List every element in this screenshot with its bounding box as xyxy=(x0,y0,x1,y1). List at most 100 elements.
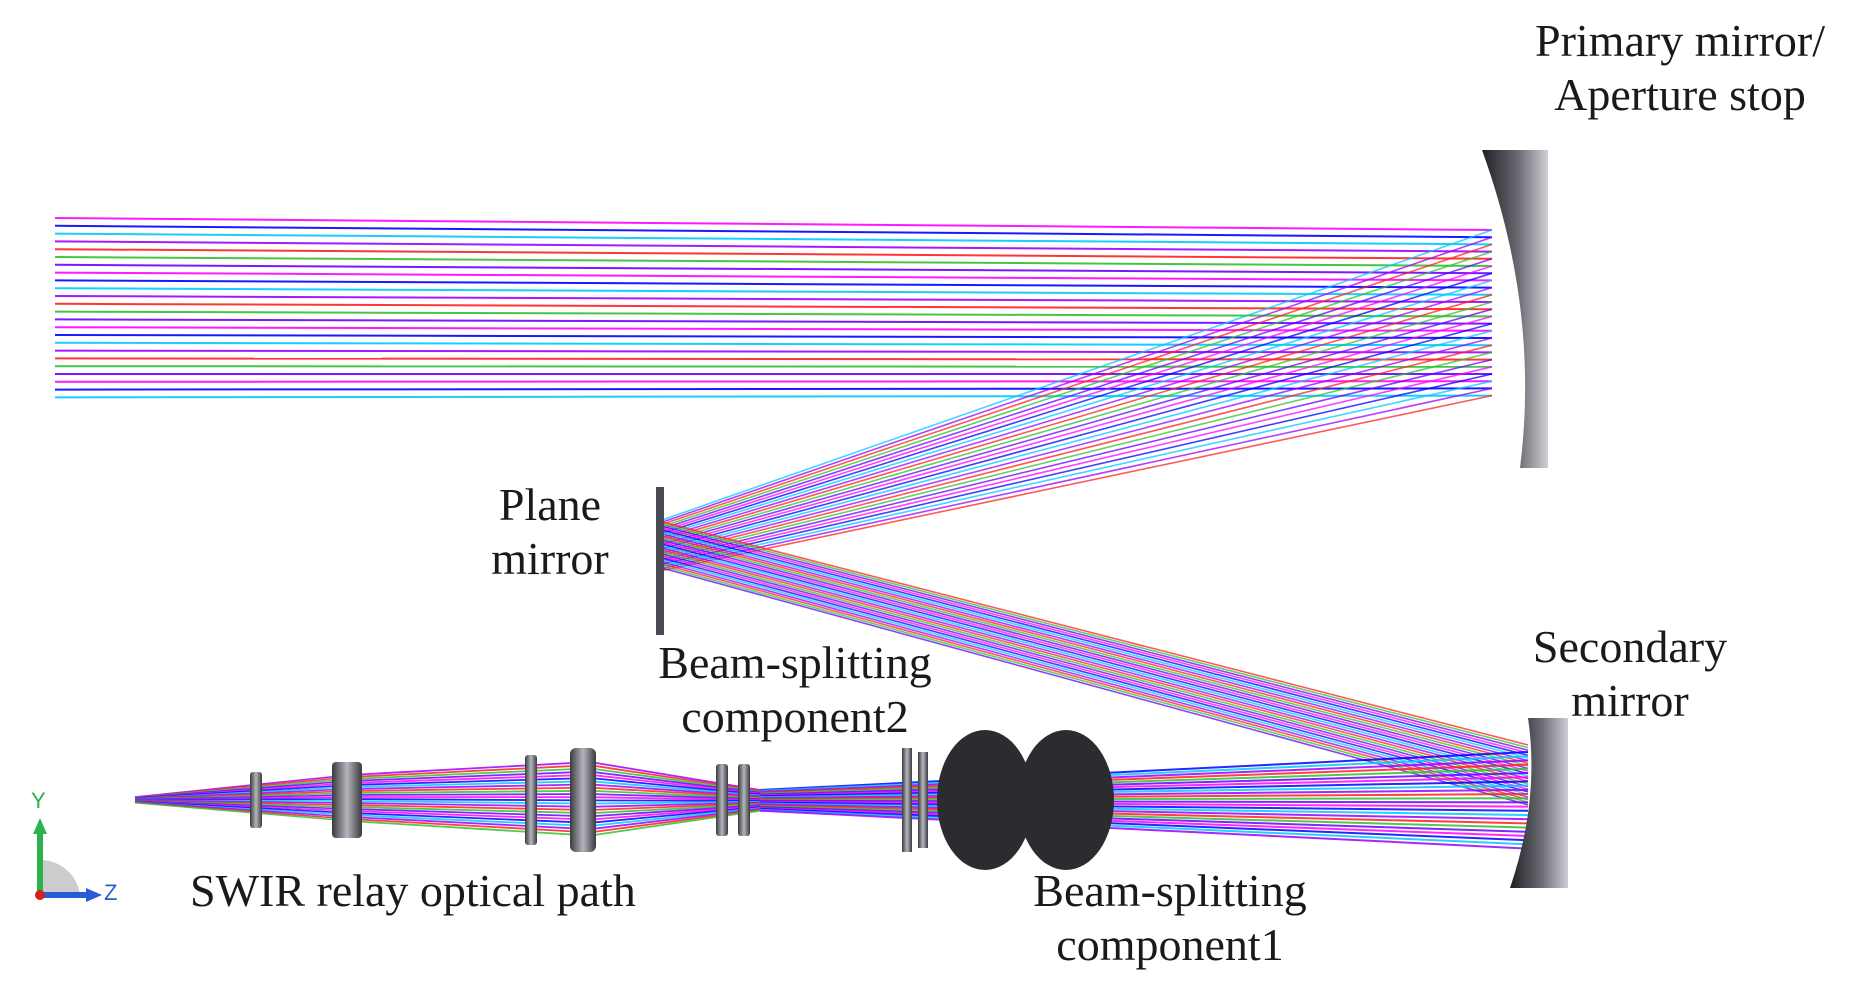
ray-relay-a xyxy=(589,802,761,811)
ray-primary-to-plane xyxy=(661,351,1493,559)
ray-relay-a xyxy=(589,809,761,837)
ray-plane-to-secondary xyxy=(661,561,1529,798)
ray-relay-a xyxy=(589,777,761,796)
ray-relay-a xyxy=(589,793,761,800)
ray-primary-to-plane xyxy=(661,337,1493,554)
ray-secondary-to-relay xyxy=(759,808,1529,846)
ray-relay-a xyxy=(589,764,761,792)
ray-relay-a xyxy=(589,770,761,794)
ray-relay-b xyxy=(349,770,591,782)
ray-relay-a xyxy=(589,786,761,799)
ray-relay-a xyxy=(589,796,761,801)
ray-relay-b xyxy=(349,810,591,821)
label-plane-mirror: Plane mirror xyxy=(491,479,609,584)
ray-primary-to-plane xyxy=(661,387,1493,570)
ray-relay-b xyxy=(349,777,591,786)
ray-plane-to-secondary xyxy=(661,547,1529,780)
ray-incoming xyxy=(54,271,1493,282)
ray-relay-b xyxy=(349,806,591,815)
swir-relay-lenses xyxy=(250,748,750,852)
ray-primary-to-plane xyxy=(661,330,1493,552)
ray-relay-a xyxy=(589,808,761,834)
ray-relay-b xyxy=(349,804,591,811)
ray-relay-b xyxy=(349,793,591,796)
ray-relay-b xyxy=(349,764,591,778)
ray-secondary-to-relay xyxy=(759,751,1529,791)
ray-incoming xyxy=(54,302,1493,311)
ray-primary-to-plane xyxy=(661,250,1493,528)
label-secondary-mirror: Secondary mirror xyxy=(1532,621,1728,726)
ray-plane-to-secondary xyxy=(661,549,1529,783)
label-beam-splitting-component2: Beam-splitting component2 xyxy=(658,637,932,742)
ray-relay-b xyxy=(349,761,591,776)
primary-mirror xyxy=(1482,150,1548,468)
ray-relay-a xyxy=(589,801,761,808)
ray-secondary-to-relay xyxy=(759,807,1529,842)
ray-secondary-to-relay xyxy=(759,797,1529,801)
ray-relay-b xyxy=(349,780,591,788)
ray-secondary-to-relay xyxy=(759,802,1529,816)
ray-relay-a xyxy=(589,805,761,821)
ray-plane-to-secondary xyxy=(661,551,1529,785)
ray-secondary-to-relay xyxy=(759,759,1529,793)
ray-secondary-to-relay xyxy=(759,801,1529,812)
ray-primary-to-plane xyxy=(661,258,1493,530)
ray-primary-to-plane xyxy=(661,272,1493,534)
ray-relay-a xyxy=(589,803,761,815)
ray-relay-a xyxy=(589,789,761,799)
ray-plane-to-secondary xyxy=(661,525,1529,751)
ray-relay-a xyxy=(589,800,761,805)
ray-relay-b xyxy=(349,798,591,802)
ray-primary-to-plane xyxy=(661,308,1493,545)
ray-bundles xyxy=(54,217,1529,850)
ray-secondary-to-relay xyxy=(759,767,1529,795)
ray-relay-b xyxy=(349,816,591,831)
ray-incoming xyxy=(54,394,1493,399)
ray-secondary-to-relay xyxy=(759,784,1529,799)
ray-primary-to-plane xyxy=(661,373,1493,565)
secondary-mirror xyxy=(1510,718,1568,888)
ray-relay-a xyxy=(589,808,761,831)
axis-label-z: Z xyxy=(104,880,118,905)
ray-relay-b xyxy=(349,818,591,834)
ray-incoming xyxy=(54,365,1493,368)
ray-secondary-to-relay xyxy=(759,807,1529,837)
ray-primary-to-plane xyxy=(661,366,1493,563)
ray-incoming xyxy=(54,224,1493,239)
ray-secondary-to-relay xyxy=(759,755,1529,792)
ray-plane-to-secondary xyxy=(661,521,1529,746)
axis-triad-icon xyxy=(33,818,102,902)
optical-components xyxy=(250,150,1568,888)
ray-plane-to-secondary xyxy=(661,533,1529,762)
ray-plane-to-secondary xyxy=(661,537,1529,767)
ray-relay-b xyxy=(349,808,591,818)
ray-incoming xyxy=(54,279,1493,289)
ray-relay-b xyxy=(349,814,591,827)
ray-primary-to-plane xyxy=(661,279,1493,537)
ray-secondary-to-relay xyxy=(759,788,1529,800)
axis-label-y: Y xyxy=(31,788,46,813)
ray-incoming xyxy=(54,256,1493,267)
ray-relay-a xyxy=(589,783,761,798)
ray-secondary-to-relay xyxy=(759,793,1529,800)
ray-relay-b xyxy=(349,786,591,792)
ray-relay-b xyxy=(349,800,591,805)
ray-primary-to-plane xyxy=(661,229,1493,521)
ray-secondary-to-relay xyxy=(759,809,1529,850)
ray-plane-to-secondary xyxy=(661,563,1529,801)
label-beam-splitting-component1: Beam-splitting component1 xyxy=(1033,865,1307,970)
ray-primary-to-plane xyxy=(661,294,1493,541)
ray-relay-a xyxy=(589,767,761,793)
ray-incoming xyxy=(54,341,1493,347)
ray-incoming xyxy=(54,240,1493,253)
ray-secondary-to-relay xyxy=(759,772,1529,796)
beam-splitting-component2 xyxy=(902,748,928,852)
ray-secondary-to-relay xyxy=(759,800,1529,808)
ray-plane-to-secondary xyxy=(661,529,1529,757)
ray-plane-to-secondary xyxy=(661,559,1529,796)
ray-incoming xyxy=(54,217,1493,231)
ray-incoming xyxy=(54,310,1493,318)
ray-plane-to-secondary xyxy=(661,553,1529,788)
ray-primary-to-plane xyxy=(661,358,1493,561)
label-primary-mirror: Primary mirror/ Aperture stop xyxy=(1535,15,1825,120)
